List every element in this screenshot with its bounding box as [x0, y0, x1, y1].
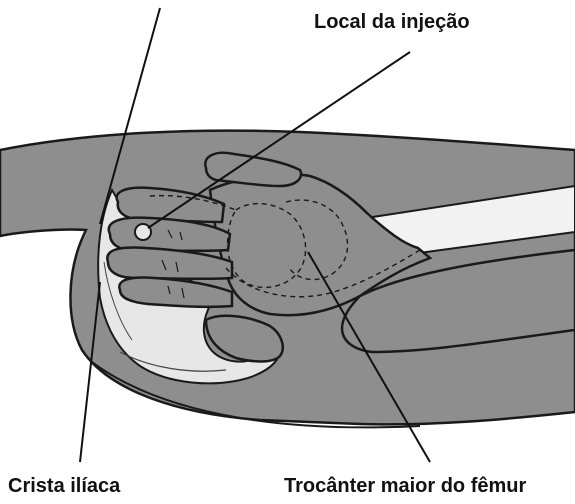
label-iliac-crest: Crista ilíaca: [8, 476, 120, 496]
label-greater-trochanter: Trocânter maior do fêmur: [284, 476, 526, 496]
label-injection-site: Local da injeção: [314, 12, 470, 32]
